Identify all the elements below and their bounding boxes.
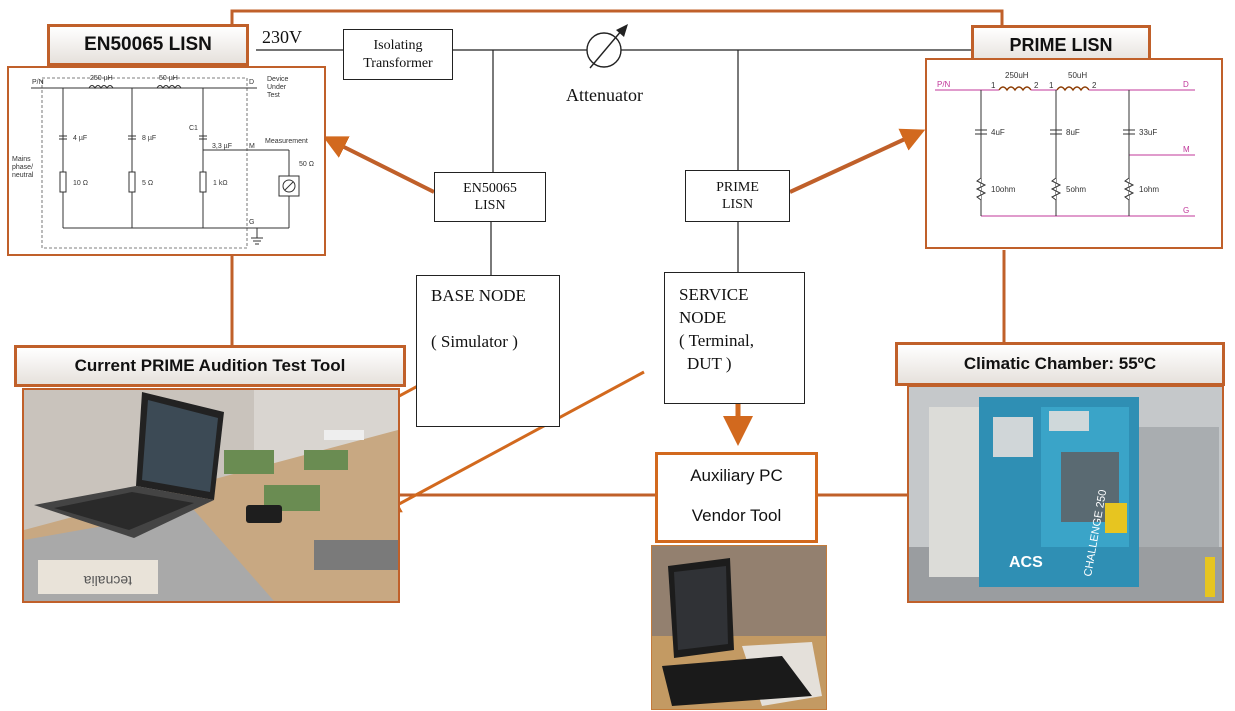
en-l2-label: 50 µH [159,75,178,82]
en-r1-label: 10 Ω [73,180,88,187]
en-c1-value: 4 µF [73,135,87,142]
auxiliary-pc-photo [651,545,827,710]
audition-tool-tag: Current PRIME Audition Test Tool [14,345,406,387]
prime-pin1a: 1 [991,81,996,90]
base-node-subtitle: ( Simulator ) [431,332,518,351]
en-measurement-label: Measurement [265,138,308,145]
prime-lisn-box-line1: PRIME [716,180,759,195]
prime-r1-label: 10ohm [991,185,1016,194]
base-node-title: BASE NODE [431,286,526,305]
en50065-lisn-box: EN50065 LISN [434,172,546,222]
en-d-label: D [249,79,254,86]
en-mains-1: Mains [12,156,31,163]
prime-pin1b: 1 [1049,81,1054,90]
en-pn-label: P/N [32,79,44,86]
service-node-line4: DUT ) [687,354,732,373]
en-c2-value: 8 µF [142,135,156,142]
en-l1-label: 250 µH [90,75,113,82]
desktop-pc-illustration [652,546,826,709]
chamber-brand: ACS [1009,554,1043,571]
en-lisn-box-line2: LISN [474,198,506,213]
prime-c3-label: 33uF [1139,128,1157,137]
base-node-box: BASE NODE ( Simulator ) [416,275,560,427]
isolating-transformer-line1: Isolating [373,38,423,53]
audition-tool-photo: tecnalia [22,388,400,603]
prime-l2-label: 50uH [1068,71,1087,80]
en-m-label: M [249,143,255,150]
service-node-box: SERVICE NODE ( Terminal, DUT ) [664,272,805,404]
laptop-icon [34,392,224,538]
arrow-to-prime-schematic [789,128,926,194]
prime-c1-label: 4uF [991,128,1005,137]
en50065-schematic-panel: P/N Mains phase/ neutral 250 µH 50 µH 4 … [7,66,326,256]
laptop-bench-illustration: tecnalia [24,390,398,601]
service-node-line1: SERVICE [679,285,749,304]
en-mains-2: phase/ [12,164,33,171]
prime-schematic-panel: P/N 250uH 50uH 1 2 1 2 4uF 8uF 33uF 10oh… [925,58,1223,249]
climatic-chamber-illustration: ACS CHALLENGE 250 [909,387,1222,601]
prime-schematic: P/N 250uH 50uH 1 2 1 2 4uF 8uF 33uF 10oh… [935,71,1195,217]
en50065-schematic: P/N Mains phase/ neutral 250 µH 50 µH 4 … [12,75,314,249]
prime-lisn-box: PRIME LISN [685,170,790,222]
en-dut-1: Device [267,76,289,83]
en-lisn-box-line1: EN50065 [463,181,517,196]
en-g-label: G [249,219,254,226]
en-dut-3: Test [267,92,280,99]
prime-r2-label: 5ohm [1066,185,1086,194]
prime-c2-label: 8uF [1066,128,1080,137]
service-node-line2: NODE [679,308,727,327]
arrow-service-to-test-tool [382,370,645,513]
circuit-boards-icon [224,430,364,511]
isolating-transformer-line2: Transformer [363,56,433,71]
vendor-tool-label: Vendor Tool [691,506,782,525]
en-c3-value: 3,3 µF [212,143,232,150]
prime-pin2a: 2 [1034,81,1039,90]
en-c1-name: C1 [189,125,198,132]
prime-pn-label: P/N [937,80,951,89]
prime-r3-label: 1ohm [1139,185,1159,194]
auxiliary-pc-label: Auxiliary PC [690,466,783,485]
prime-m-label: M [1183,145,1190,154]
en-dut-2: Under [267,84,287,91]
en-r2-label: 5 Ω [142,180,153,187]
prime-l1-label: 250uH [1005,71,1029,80]
climatic-chamber-photo: ACS CHALLENGE 250 [907,385,1224,603]
en50065-lisn-tag: EN50065 LISN [47,24,249,66]
prime-d-label: D [1183,80,1189,89]
arrow-to-en-schematic [322,136,435,194]
prime-lisn-box-line2: LISN [721,197,754,212]
auxiliary-pc-box: Auxiliary PC Vendor Tool [655,452,818,543]
laptop-sticker: tecnalia [84,573,132,589]
en-r3-label: 1 kΩ [213,180,228,187]
prime-g-label: G [1183,206,1189,215]
isolating-transformer-box: Isolating Transformer [343,29,453,80]
en-mains-3: neutral [12,172,34,179]
climatic-chamber-tag: Climatic Chamber: 55ºC [895,342,1225,386]
attenuator-label: Attenuator [566,85,643,105]
monitor-icon [668,558,734,658]
prime-pin2b: 2 [1092,81,1097,90]
en-r50-label: 50 Ω [299,161,314,168]
attenuator-symbol [586,24,628,69]
service-node-line3: ( Terminal, [679,331,754,350]
supply-voltage-label: 230V [262,27,302,47]
